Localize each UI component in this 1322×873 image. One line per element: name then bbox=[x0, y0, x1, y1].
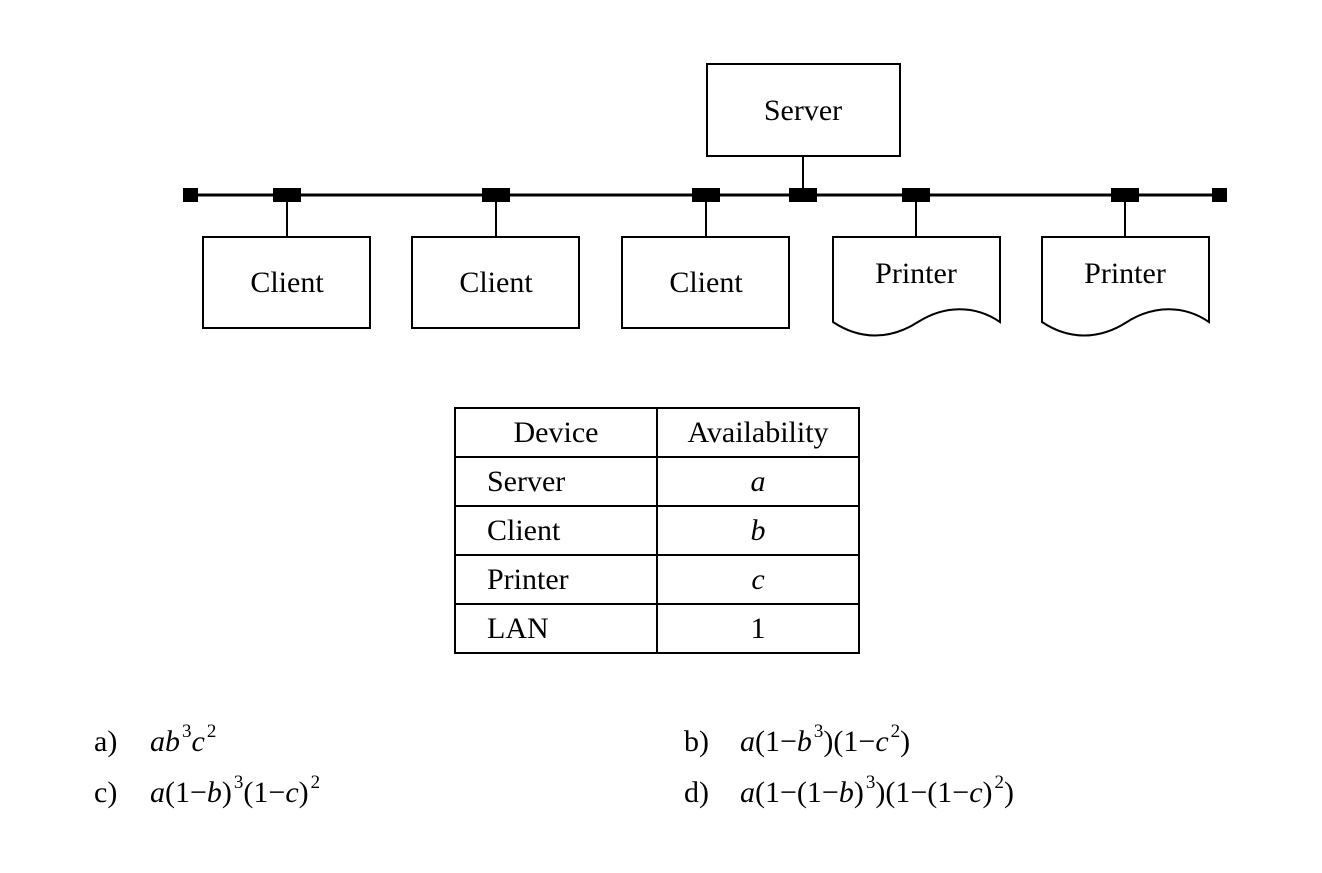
client-node: Client bbox=[621, 188, 790, 329]
printer-node: Printer bbox=[1041, 188, 1210, 337]
client-label: Client bbox=[250, 266, 324, 299]
bus-terminator-left bbox=[183, 188, 198, 202]
option-expression: a(1−b)3(1−c)2 bbox=[150, 772, 321, 809]
client-connector bbox=[482, 188, 510, 202]
availability-cell: 1 bbox=[656, 603, 860, 654]
printer-label: Printer bbox=[875, 257, 957, 290]
server-connector bbox=[789, 188, 817, 202]
client-label: Client bbox=[669, 266, 743, 299]
device-cell: Printer bbox=[454, 554, 658, 605]
client-connector bbox=[273, 188, 301, 202]
printer-node: Printer bbox=[832, 188, 1001, 337]
client-label: Client bbox=[459, 266, 533, 299]
server-label: Server bbox=[764, 94, 842, 127]
answer-option-d[interactable]: d) a(1−(1−b)3)(1−(1−c)2) bbox=[684, 772, 1015, 810]
client-connector bbox=[692, 188, 720, 202]
client-node: Client bbox=[411, 188, 580, 329]
option-expression: a(1−(1−b)3)(1−(1−c)2) bbox=[740, 772, 1015, 809]
option-label: d) bbox=[684, 776, 709, 809]
availability-table: Device Availability Server a Client b Pr… bbox=[454, 407, 860, 654]
option-label: c) bbox=[94, 776, 118, 809]
table-row: Client b bbox=[454, 505, 860, 556]
server-node: Server bbox=[706, 63, 901, 202]
client-node: Client bbox=[202, 188, 371, 329]
table-row: LAN 1 bbox=[454, 603, 860, 654]
option-label: b) bbox=[684, 725, 709, 758]
table-row: Server a bbox=[454, 456, 860, 507]
printer-label: Printer bbox=[1084, 257, 1166, 290]
availability-cell: b bbox=[656, 505, 860, 556]
device-cell: LAN bbox=[454, 603, 658, 654]
header-availability: Availability bbox=[656, 407, 860, 458]
answer-option-c[interactable]: c) a(1−b)3(1−c)2 bbox=[94, 772, 321, 810]
network-diagram: Server Client Client Client Printer Prin… bbox=[183, 63, 1227, 337]
device-cell: Server bbox=[454, 456, 658, 507]
printer-connector bbox=[1111, 188, 1139, 202]
table-header-row: Device Availability bbox=[454, 407, 860, 458]
option-label: a) bbox=[94, 725, 118, 758]
table-row: Printer c bbox=[454, 554, 860, 605]
bus-terminator-right bbox=[1212, 188, 1227, 202]
availability-cell: c bbox=[656, 554, 860, 605]
device-cell: Client bbox=[454, 505, 658, 556]
header-device: Device bbox=[454, 407, 658, 458]
availability-cell: a bbox=[656, 456, 860, 507]
printer-connector bbox=[902, 188, 930, 202]
